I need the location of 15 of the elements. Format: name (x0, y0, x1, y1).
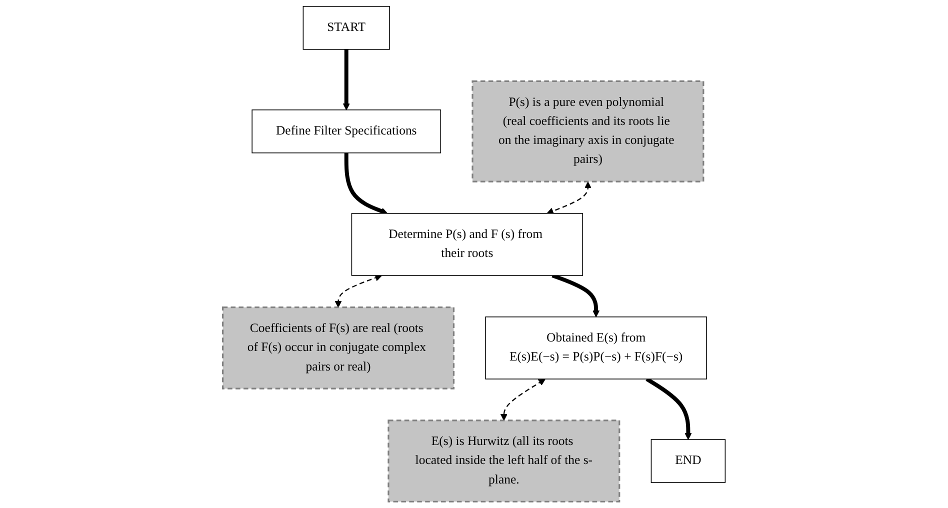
node-box: Determine P(s) and F (s) from their roots (351, 213, 584, 276)
arrow (342, 49, 350, 110)
arrow (334, 274, 382, 308)
node-box: END (650, 439, 726, 483)
node-box: Coefficients of F(s) are real (roots of F(s) occur in conjugate complex pairs or real) (222, 306, 454, 390)
arrow (646, 377, 692, 440)
node-box: E(s) is Hurwitz (all its roots located inside the left half of the s-plane. (388, 420, 620, 502)
arrow (552, 274, 600, 318)
arrow (344, 152, 388, 214)
arrow (546, 182, 592, 214)
node-box: Define Filter Specifications (252, 109, 442, 154)
node-box: Obtained E(s) from E(s)E(−s) = P(s)P(−s) + F(s)F(−s) (485, 316, 707, 380)
node-box: P(s) is a pure even polynomial (real coefficients and its roots lie on the imaginary axis in conjugate pairs) (472, 80, 704, 182)
arrow (500, 378, 546, 421)
node-box: START (302, 6, 390, 50)
